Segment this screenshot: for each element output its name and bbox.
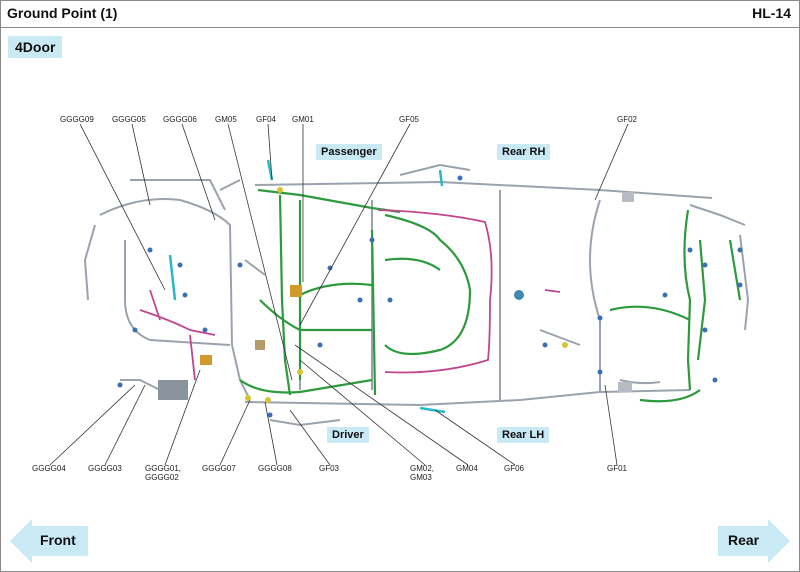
ground-label: GM04: [456, 464, 478, 473]
front-arrow-shape: [10, 519, 88, 563]
junction-box: [158, 380, 188, 400]
green-harness: [239, 188, 742, 403]
gray-harness: [83, 163, 750, 427]
magenta-harness: [139, 209, 561, 381]
front-nav-button[interactable]: Front: [40, 532, 76, 548]
ground-label: GGGG08: [258, 464, 292, 473]
connector-block: [200, 355, 212, 365]
zone-rear-lh: Rear LH: [497, 427, 550, 443]
zone-passenger: Passenger: [316, 144, 382, 160]
connector-dots: [117, 175, 743, 418]
zone-rear-rh: Rear RH: [497, 144, 551, 160]
ground-label: GF01: [607, 464, 628, 473]
ground-label: GM05: [215, 115, 237, 124]
ground-label: GM02, GM03: [410, 464, 435, 482]
ground-label: GF03: [319, 464, 340, 473]
ground-label: GGGG09: [60, 115, 94, 124]
connector-block: [618, 382, 632, 392]
ground-terminal: [514, 290, 524, 300]
cyan-harness: [168, 159, 446, 414]
leader-lines: [49, 123, 629, 466]
rear-nav-button[interactable]: Rear: [728, 532, 760, 548]
ground-label: GF05: [399, 115, 420, 124]
ground-label: GGGG07: [202, 464, 236, 473]
title-bar: Ground Point (1) HL-14: [1, 1, 799, 28]
ground-label: GF02: [617, 115, 638, 124]
connector-block: [622, 192, 634, 202]
ground-label: GF04: [256, 115, 277, 124]
variant-badge: 4Door: [8, 36, 63, 58]
zone-driver: Driver: [327, 427, 369, 443]
page-code: HL-14: [752, 5, 791, 21]
ground-label: GGGG01, GGGG02: [145, 464, 182, 482]
rear-arrow-shape: [718, 519, 790, 563]
connector-block: [290, 285, 302, 297]
ground-label: GF06: [504, 464, 525, 473]
page-title: Ground Point (1): [7, 5, 118, 21]
ground-label: GM01: [292, 115, 314, 124]
ground-label: GGGG06: [163, 115, 197, 124]
ground-markers: [245, 187, 568, 403]
connector-block: [255, 340, 265, 350]
ground-label: GGGG05: [112, 115, 146, 124]
ground-label: GGGG04: [32, 464, 66, 473]
ground-label: GGGG03: [88, 464, 122, 473]
